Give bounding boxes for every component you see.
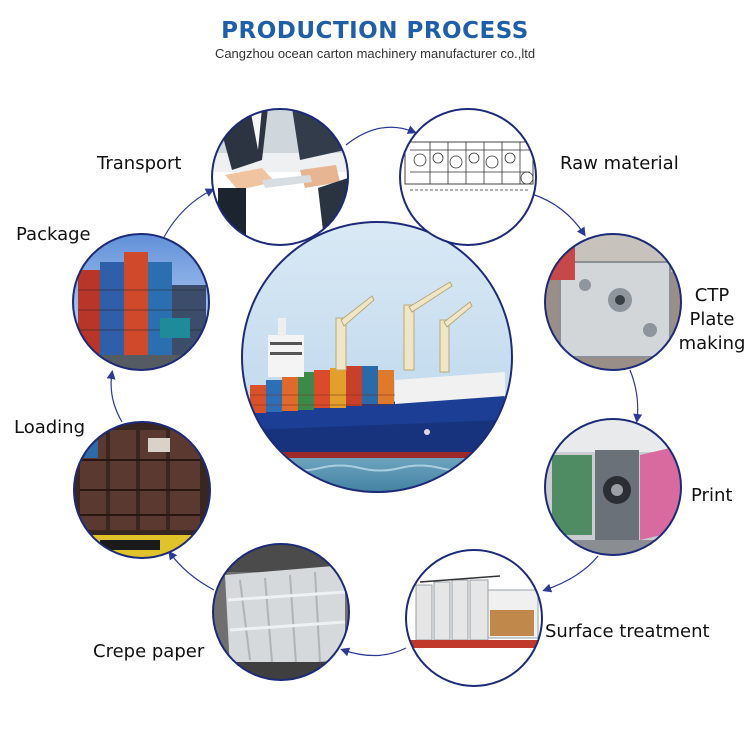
wrapped-machine-photo (212, 543, 350, 681)
step-label-transport: Transport (97, 153, 182, 174)
production-line-photo (405, 549, 543, 687)
page-subtitle: Cangzhou ocean carton machinery manufact… (214, 46, 536, 61)
arrow-package-transport (163, 188, 215, 238)
step-label-ctp-plate-making: CTP Plate making (678, 285, 746, 354)
step-label-raw-material: Raw material (560, 153, 679, 174)
arrow-ctp-print (629, 369, 643, 423)
step-label-surface-treatment: Surface treatment (545, 621, 710, 642)
printing-unit-photo (544, 418, 682, 556)
cargo-ship-photo (241, 221, 513, 493)
arrow-print-surface (542, 555, 599, 593)
arrow-raw-ctp (531, 193, 586, 237)
arrow-crepe-loading (168, 550, 215, 591)
business-meeting-photo (211, 108, 349, 246)
step-label-print: Print (691, 485, 733, 506)
container-stack-photo (72, 233, 210, 371)
arrow-loading-package (106, 370, 123, 423)
step-label-package: Package (16, 224, 91, 245)
step-label-crepe-paper: Crepe paper (93, 641, 205, 662)
flow-arrows (106, 125, 643, 657)
page-title: PRODUCTION PROCESS (221, 18, 529, 44)
machine-blueprint-photo (399, 108, 537, 246)
arrow-transport-raw (345, 125, 417, 146)
step-label-loading: Loading (14, 417, 86, 438)
machine-frame-photo (544, 233, 682, 371)
arrow-surface-crepe (340, 647, 407, 657)
container-interior-photo (73, 421, 211, 559)
